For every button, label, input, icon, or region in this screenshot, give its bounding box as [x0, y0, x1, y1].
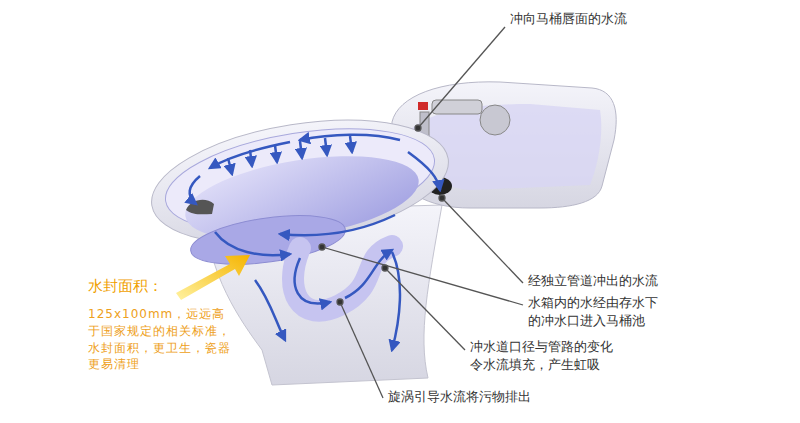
feature-note: 125x100mm，远远高于国家规定的相关标准，水封面积，更卫生，瓷器更易清理 [88, 306, 238, 373]
rim-lip [186, 200, 214, 215]
callout-text: 冲向马桶唇面的水流 [510, 10, 627, 28]
callout-text: 冲水道口径与管路的变化令水流填充，产生虹吸 [470, 338, 618, 374]
trapway [293, 246, 392, 311]
highlight-arrow [176, 255, 250, 300]
rim-flow-arrows [190, 135, 440, 204]
swirl-arrows [215, 215, 400, 350]
callout-text: 水箱内的水经由存水下的冲水口进入马桶池 [528, 294, 663, 330]
feature-title: 水封面积： [88, 276, 163, 297]
water-seal [188, 207, 349, 272]
float-ball [480, 105, 510, 135]
callout-text: 旋涡引导水流将污物排出 [388, 388, 531, 406]
callout-text: 经独立管道冲出的水流 [528, 272, 658, 290]
handle [418, 102, 428, 110]
